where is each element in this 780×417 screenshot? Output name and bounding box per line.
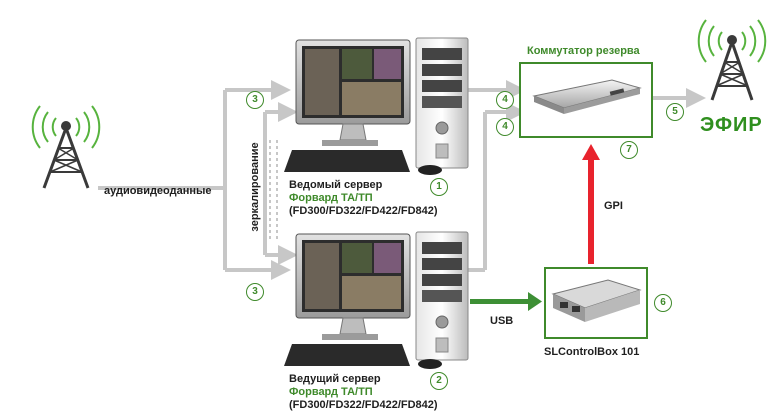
badge-controlbox: 6 xyxy=(654,294,672,312)
master-server-title: Ведущий сервер xyxy=(289,373,381,385)
badge-input-bottom: 3 xyxy=(246,283,264,301)
mirroring-dashed-arrows xyxy=(269,140,278,240)
badge-switch-out: 5 xyxy=(666,103,684,121)
badge-switch-in-bottom: 4 xyxy=(496,118,514,136)
source-antenna-icon xyxy=(31,105,101,189)
badge-input-top: 3 xyxy=(246,91,264,109)
master-server-product: Форвард ТА/ТП xyxy=(289,386,373,398)
badge-switch-in-top: 4 xyxy=(496,91,514,109)
mirroring-label: зеркалирование xyxy=(249,142,261,232)
slcontrolbox-device xyxy=(544,267,648,339)
badge-gpi-link: 7 xyxy=(620,141,638,159)
av-data-label: аудиовидеоданные xyxy=(104,185,212,197)
usb-label: USB xyxy=(490,315,514,327)
gpi-label: GPI xyxy=(604,200,623,212)
master-server-models: (FD300/FD322/FD422/FD842) xyxy=(289,399,438,411)
badge-master-server: 2 xyxy=(430,372,448,390)
usb-arrow xyxy=(470,292,542,311)
slave-server-workstation xyxy=(284,37,469,175)
air-antenna-icon xyxy=(697,19,767,101)
air-label: ЭФИР xyxy=(700,114,763,136)
controlbox-label: SLControlBox 101 xyxy=(544,346,640,358)
switch-title: Коммутатор резерва xyxy=(527,45,640,57)
av-data-lines xyxy=(98,80,706,280)
redundancy-switch-box xyxy=(519,62,653,138)
gpi-arrow xyxy=(582,144,600,264)
master-server-workstation xyxy=(284,231,469,369)
badge-slave-server: 1 xyxy=(430,178,448,196)
slave-server-title: Ведомый сервер xyxy=(289,179,383,191)
slave-server-product: Форвард ТА/ТП xyxy=(289,192,373,204)
slave-server-models: (FD300/FD322/FD422/FD842) xyxy=(289,205,438,217)
